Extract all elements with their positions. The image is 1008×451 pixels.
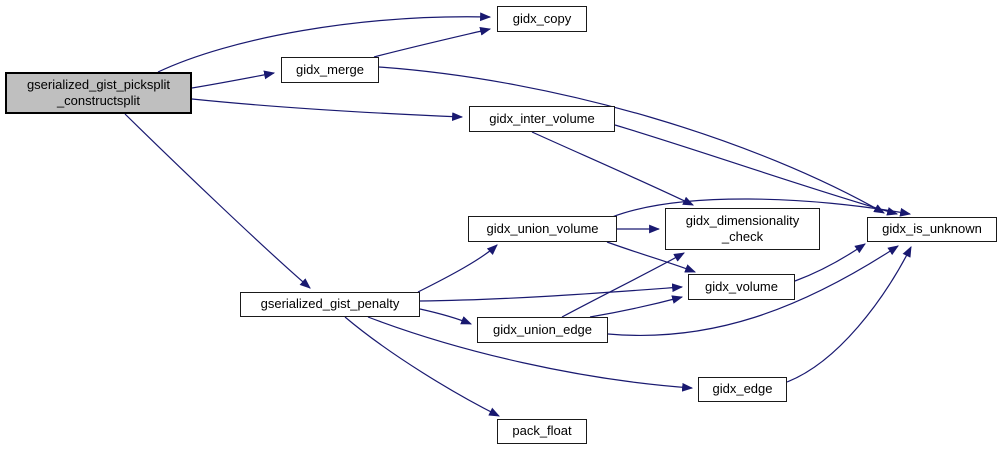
edge-gidx_volume--gidx_is_unknown	[794, 243, 866, 282]
edge-gidx_edge--gidx_is_unknown	[786, 246, 912, 383]
node-gidx_union_edge[interactable]: gidx_union_edge	[477, 317, 608, 343]
edge-gidx_union_edge--gidx_volume	[589, 295, 684, 318]
edge-gserialized_gist_picksplit_constructsplit--gidx_copy	[157, 12, 492, 73]
edge-gserialized_gist_picksplit_constructsplit--gidx_inter_volume	[191, 98, 464, 121]
edge-gidx_inter_volume--gidx_is_unknown	[614, 124, 899, 216]
node-label: gidx_copy	[512, 10, 572, 26]
node-gidx_is_unknown[interactable]: gidx_is_unknown	[867, 217, 997, 242]
call-graph-edges	[124, 12, 912, 417]
node-gidx_edge[interactable]: gidx_edge	[698, 377, 787, 402]
edge-gserialized_gist_picksplit_constructsplit--gserialized_gist_penalty	[124, 113, 311, 289]
node-gserialized_gist_picksplit_constructsplit: gserialized_gist_picksplit _constructspl…	[5, 72, 192, 114]
edge-gidx_merge--gidx_copy	[373, 26, 492, 58]
edge-gidx_inter_volume--gidx_dimensionality_check	[531, 131, 694, 206]
edge-gidx_merge--gidx_is_unknown	[378, 66, 885, 214]
node-label: pack_float	[512, 423, 572, 439]
edge-gserialized_gist_picksplit_constructsplit--gidx_merge	[191, 70, 276, 89]
node-label: gserialized_gist_penalty	[260, 296, 400, 312]
node-gidx_inter_volume[interactable]: gidx_inter_volume	[469, 106, 615, 132]
edge-gserialized_gist_penalty--gidx_edge	[367, 316, 694, 392]
edge-gidx_union_edge--gidx_is_unknown	[607, 245, 899, 337]
node-label: gidx_inter_volume	[489, 110, 595, 126]
edge-gidx_union_volume--gidx_is_unknown	[611, 198, 912, 218]
node-gidx_copy[interactable]: gidx_copy	[497, 6, 587, 32]
node-gserialized_gist_penalty[interactable]: gserialized_gist_penalty	[240, 292, 420, 317]
node-gidx_merge[interactable]: gidx_merge	[281, 57, 379, 83]
edge-gserialized_gist_penalty--gidx_union_volume	[417, 244, 498, 293]
edge-gserialized_gist_penalty--gidx_volume	[419, 283, 684, 302]
node-label: gidx_dimensionality _check	[685, 212, 800, 244]
node-label: gserialized_gist_picksplit _constructspl…	[26, 76, 171, 108]
node-label: gidx_volume	[705, 278, 778, 294]
node-label: gidx_merge	[296, 61, 364, 77]
node-gidx_volume[interactable]: gidx_volume	[688, 274, 795, 300]
node-gidx_union_volume[interactable]: gidx_union_volume	[468, 216, 617, 242]
node-label: gidx_edge	[712, 381, 773, 397]
node-label: gidx_union_volume	[486, 220, 599, 236]
edge-gserialized_gist_penalty--pack_float	[344, 316, 500, 417]
node-label: gidx_union_edge	[492, 321, 593, 337]
node-label: gidx_is_unknown	[882, 221, 982, 237]
edge-gidx_union_volume--gidx_volume	[606, 241, 697, 273]
node-gidx_dimensionality_check[interactable]: gidx_dimensionality _check	[665, 208, 820, 250]
edge-gidx_union_edge--gidx_dimensionality_check	[561, 252, 685, 318]
node-pack_float[interactable]: pack_float	[497, 419, 587, 444]
edge-gserialized_gist_penalty--gidx_union_edge	[419, 308, 473, 325]
